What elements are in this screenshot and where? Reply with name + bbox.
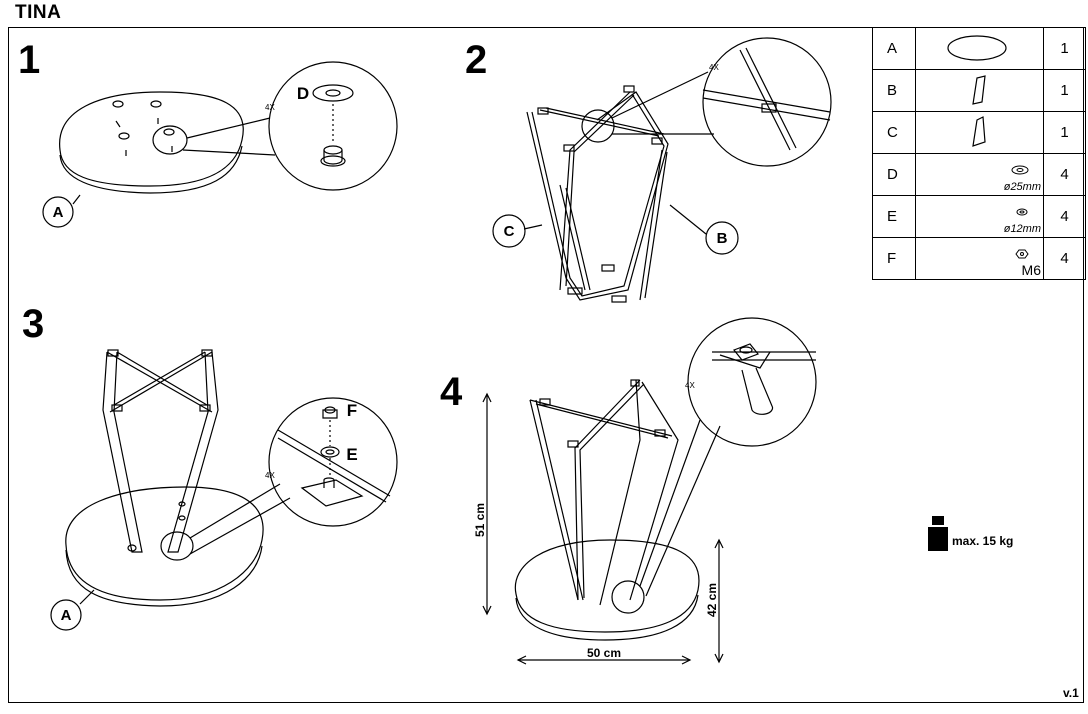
part-quantity: 1: [1043, 27, 1086, 70]
quantity-4x-step1: 4X: [265, 103, 275, 112]
step-number-2: 2: [465, 38, 488, 82]
callout-A-step1: A: [53, 204, 64, 221]
dimension-height-top: 42 cm: [705, 583, 719, 617]
version-label: v.1: [1063, 686, 1079, 700]
part-image-washer-d: ø25mm: [915, 153, 1044, 196]
part-letter: C: [872, 111, 916, 154]
quantity-4x-step4: 4X: [685, 381, 695, 390]
step2-legs-illustration: [492, 37, 832, 303]
callout-D: D: [297, 84, 309, 103]
part-image-washer-e: ø12mm: [915, 195, 1044, 238]
max-load-label: max. 15 kg: [952, 534, 1014, 548]
callout-A-step3: A: [61, 607, 72, 624]
step-number-4: 4: [440, 370, 463, 414]
part-letter: F: [872, 237, 916, 280]
part-row: D ø25mm 4: [872, 153, 1086, 196]
quantity-4x-step2: 4X: [709, 63, 719, 72]
part-row: C 1: [872, 111, 1086, 154]
part-letter: B: [872, 69, 916, 112]
part-image-tabletop: [915, 27, 1044, 70]
step1-tabletop-illustration: [42, 61, 398, 228]
step4-assembled-illustration: [482, 317, 817, 665]
part-quantity: 4: [1043, 195, 1086, 238]
dimension-height-total: 51 cm: [473, 503, 487, 537]
part-image-nut-f: M6: [915, 237, 1044, 280]
part-dimension: ø25mm: [1003, 181, 1041, 193]
product-title: TINA: [15, 2, 62, 23]
part-letter: D: [872, 153, 916, 196]
part-letter: E: [872, 195, 916, 238]
dimension-width: 50 cm: [587, 646, 621, 660]
callout-C-step2: C: [504, 223, 515, 240]
part-row: B 1: [872, 69, 1086, 112]
instruction-frame: [8, 27, 1084, 703]
weight-icon: [928, 516, 948, 551]
part-quantity: 1: [1043, 69, 1086, 112]
part-dimension: M6: [1021, 262, 1041, 278]
step-number-3: 3: [22, 302, 45, 346]
part-row: E ø12mm 4: [872, 195, 1086, 238]
part-letter: A: [872, 27, 916, 70]
callout-B-step2: B: [717, 230, 728, 247]
part-row: A 1: [872, 27, 1086, 70]
callout-F: F: [347, 401, 357, 420]
part-quantity: 1: [1043, 111, 1086, 154]
quantity-4x-step3: 4X: [265, 471, 275, 480]
part-image-leg-c: [915, 111, 1044, 154]
part-quantity: 4: [1043, 153, 1086, 196]
part-row: F M6 4: [872, 237, 1086, 280]
callout-E: E: [346, 445, 357, 464]
part-dimension: ø12mm: [1003, 223, 1041, 235]
step-number-1: 1: [18, 38, 41, 82]
part-image-leg-b: [915, 69, 1044, 112]
step3-assembly-illustration: [50, 349, 398, 631]
parts-table: A 1 B 1 C 1 D ø25mm 4 E ø12mm 4 F: [872, 27, 1086, 280]
part-quantity: 4: [1043, 237, 1086, 280]
